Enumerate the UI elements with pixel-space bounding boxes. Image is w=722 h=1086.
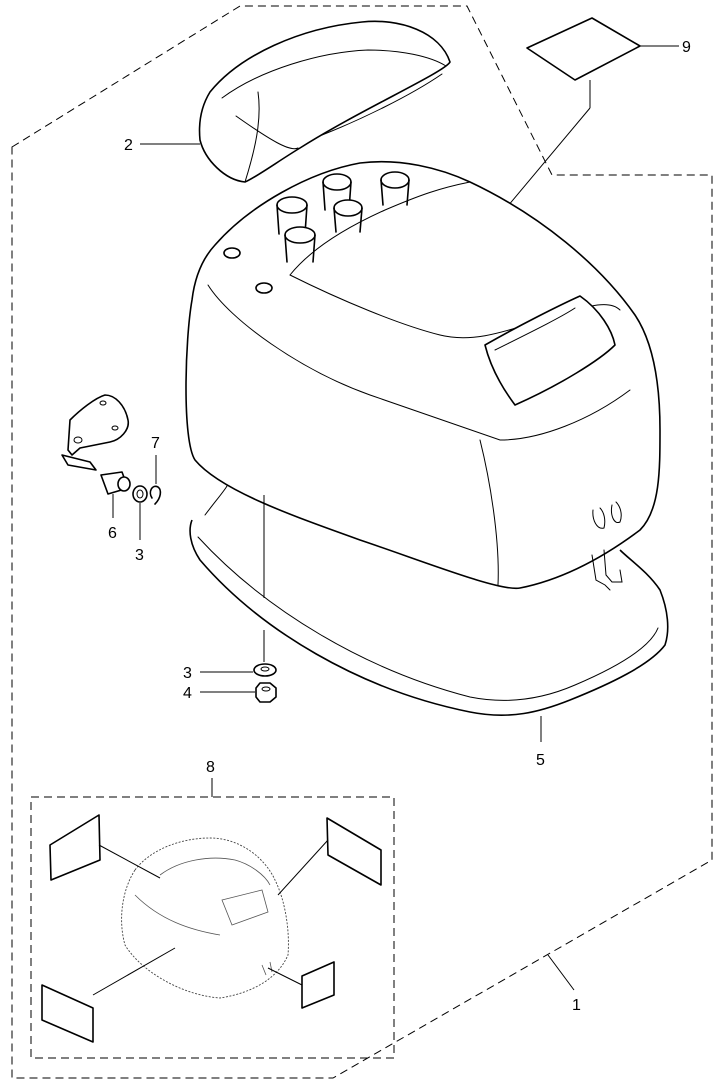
part-4-nut [200, 682, 277, 703]
part-3-washer-upper [132, 485, 148, 540]
callout-4: 4 [183, 685, 192, 702]
decal-set-illustration [41, 778, 382, 1043]
callout-9: 9 [682, 39, 691, 56]
part-1-leader [547, 954, 575, 991]
callout-1: 1 [572, 997, 581, 1014]
part-6-sleeve [100, 471, 131, 518]
part-2-top-cover [140, 20, 451, 183]
callout-8: 8 [206, 759, 215, 776]
callout-6: 6 [108, 525, 117, 542]
callout-5: 5 [536, 752, 545, 769]
callout-7: 7 [151, 435, 160, 452]
part-7-clip [149, 455, 162, 505]
part-3-washer-lower [200, 663, 277, 677]
assembly-boundary-dashed [11, 5, 713, 1079]
callout-3-lower: 3 [183, 665, 192, 682]
hook-bracket [61, 394, 130, 471]
cover-bosses [223, 171, 410, 294]
main-engine-cover [185, 160, 669, 717]
callout-2: 2 [124, 137, 133, 154]
callout-3-upper: 3 [135, 547, 144, 564]
